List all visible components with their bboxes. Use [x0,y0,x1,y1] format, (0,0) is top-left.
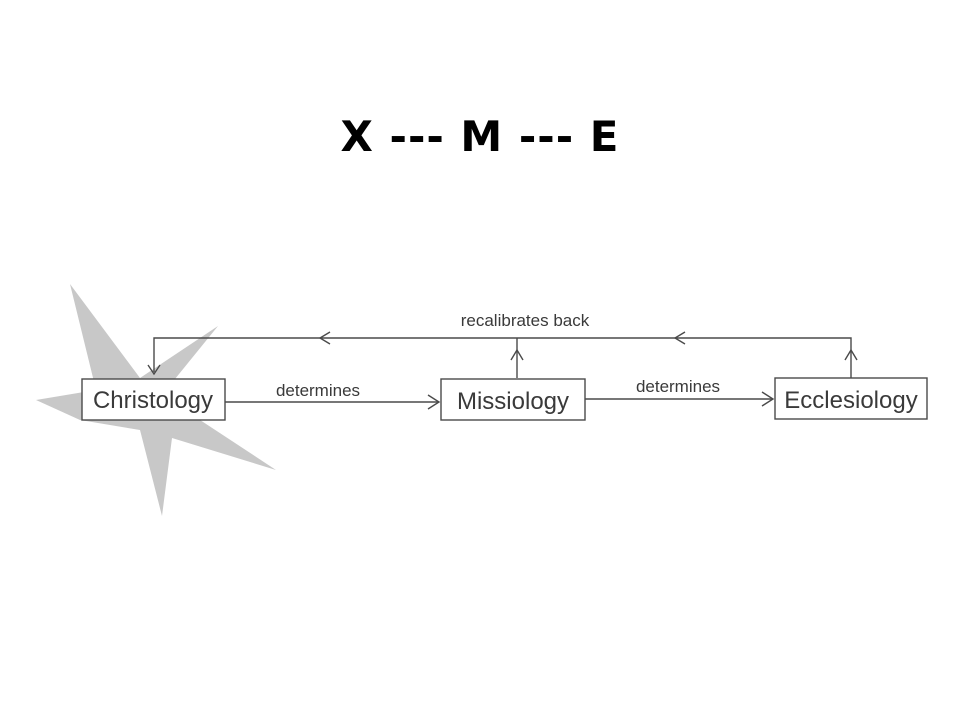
edge-missiology-ecclesiology: determines [585,377,775,407]
feedback-arrow-left-2 [673,331,686,345]
edge-christology-missiology: determines [225,381,441,410]
feedback-loop [147,331,858,378]
node-christology-label: Christology [93,387,213,414]
node-ecclesiology-label: Ecclesiology [784,387,917,414]
node-ecclesiology: Ecclesiology [774,377,928,420]
feedback-arrow-up-missiology [510,348,524,361]
feedback-arrowhead-christology [147,364,161,376]
node-missiology: Missiology [440,378,586,421]
edge-christology-missiology-label: determines [276,381,360,400]
node-christology: Christology [81,378,226,421]
feedback-label: recalibrates back [461,311,590,330]
edge-missiology-ecclesiology-arrowhead [761,391,775,407]
edge-missiology-ecclesiology-label: determines [636,377,720,396]
node-missiology-label: Missiology [457,388,569,415]
node-ecclesiology-box [774,377,928,420]
feedback-line [153,337,852,378]
node-christology-box [81,378,226,421]
slide-title: X --- M --- E [340,112,620,161]
feedback-arrow-left-1 [318,331,331,345]
feedback-arrow-up-ecclesiology [844,348,858,361]
edge-christology-missiology-arrowhead [427,394,441,410]
